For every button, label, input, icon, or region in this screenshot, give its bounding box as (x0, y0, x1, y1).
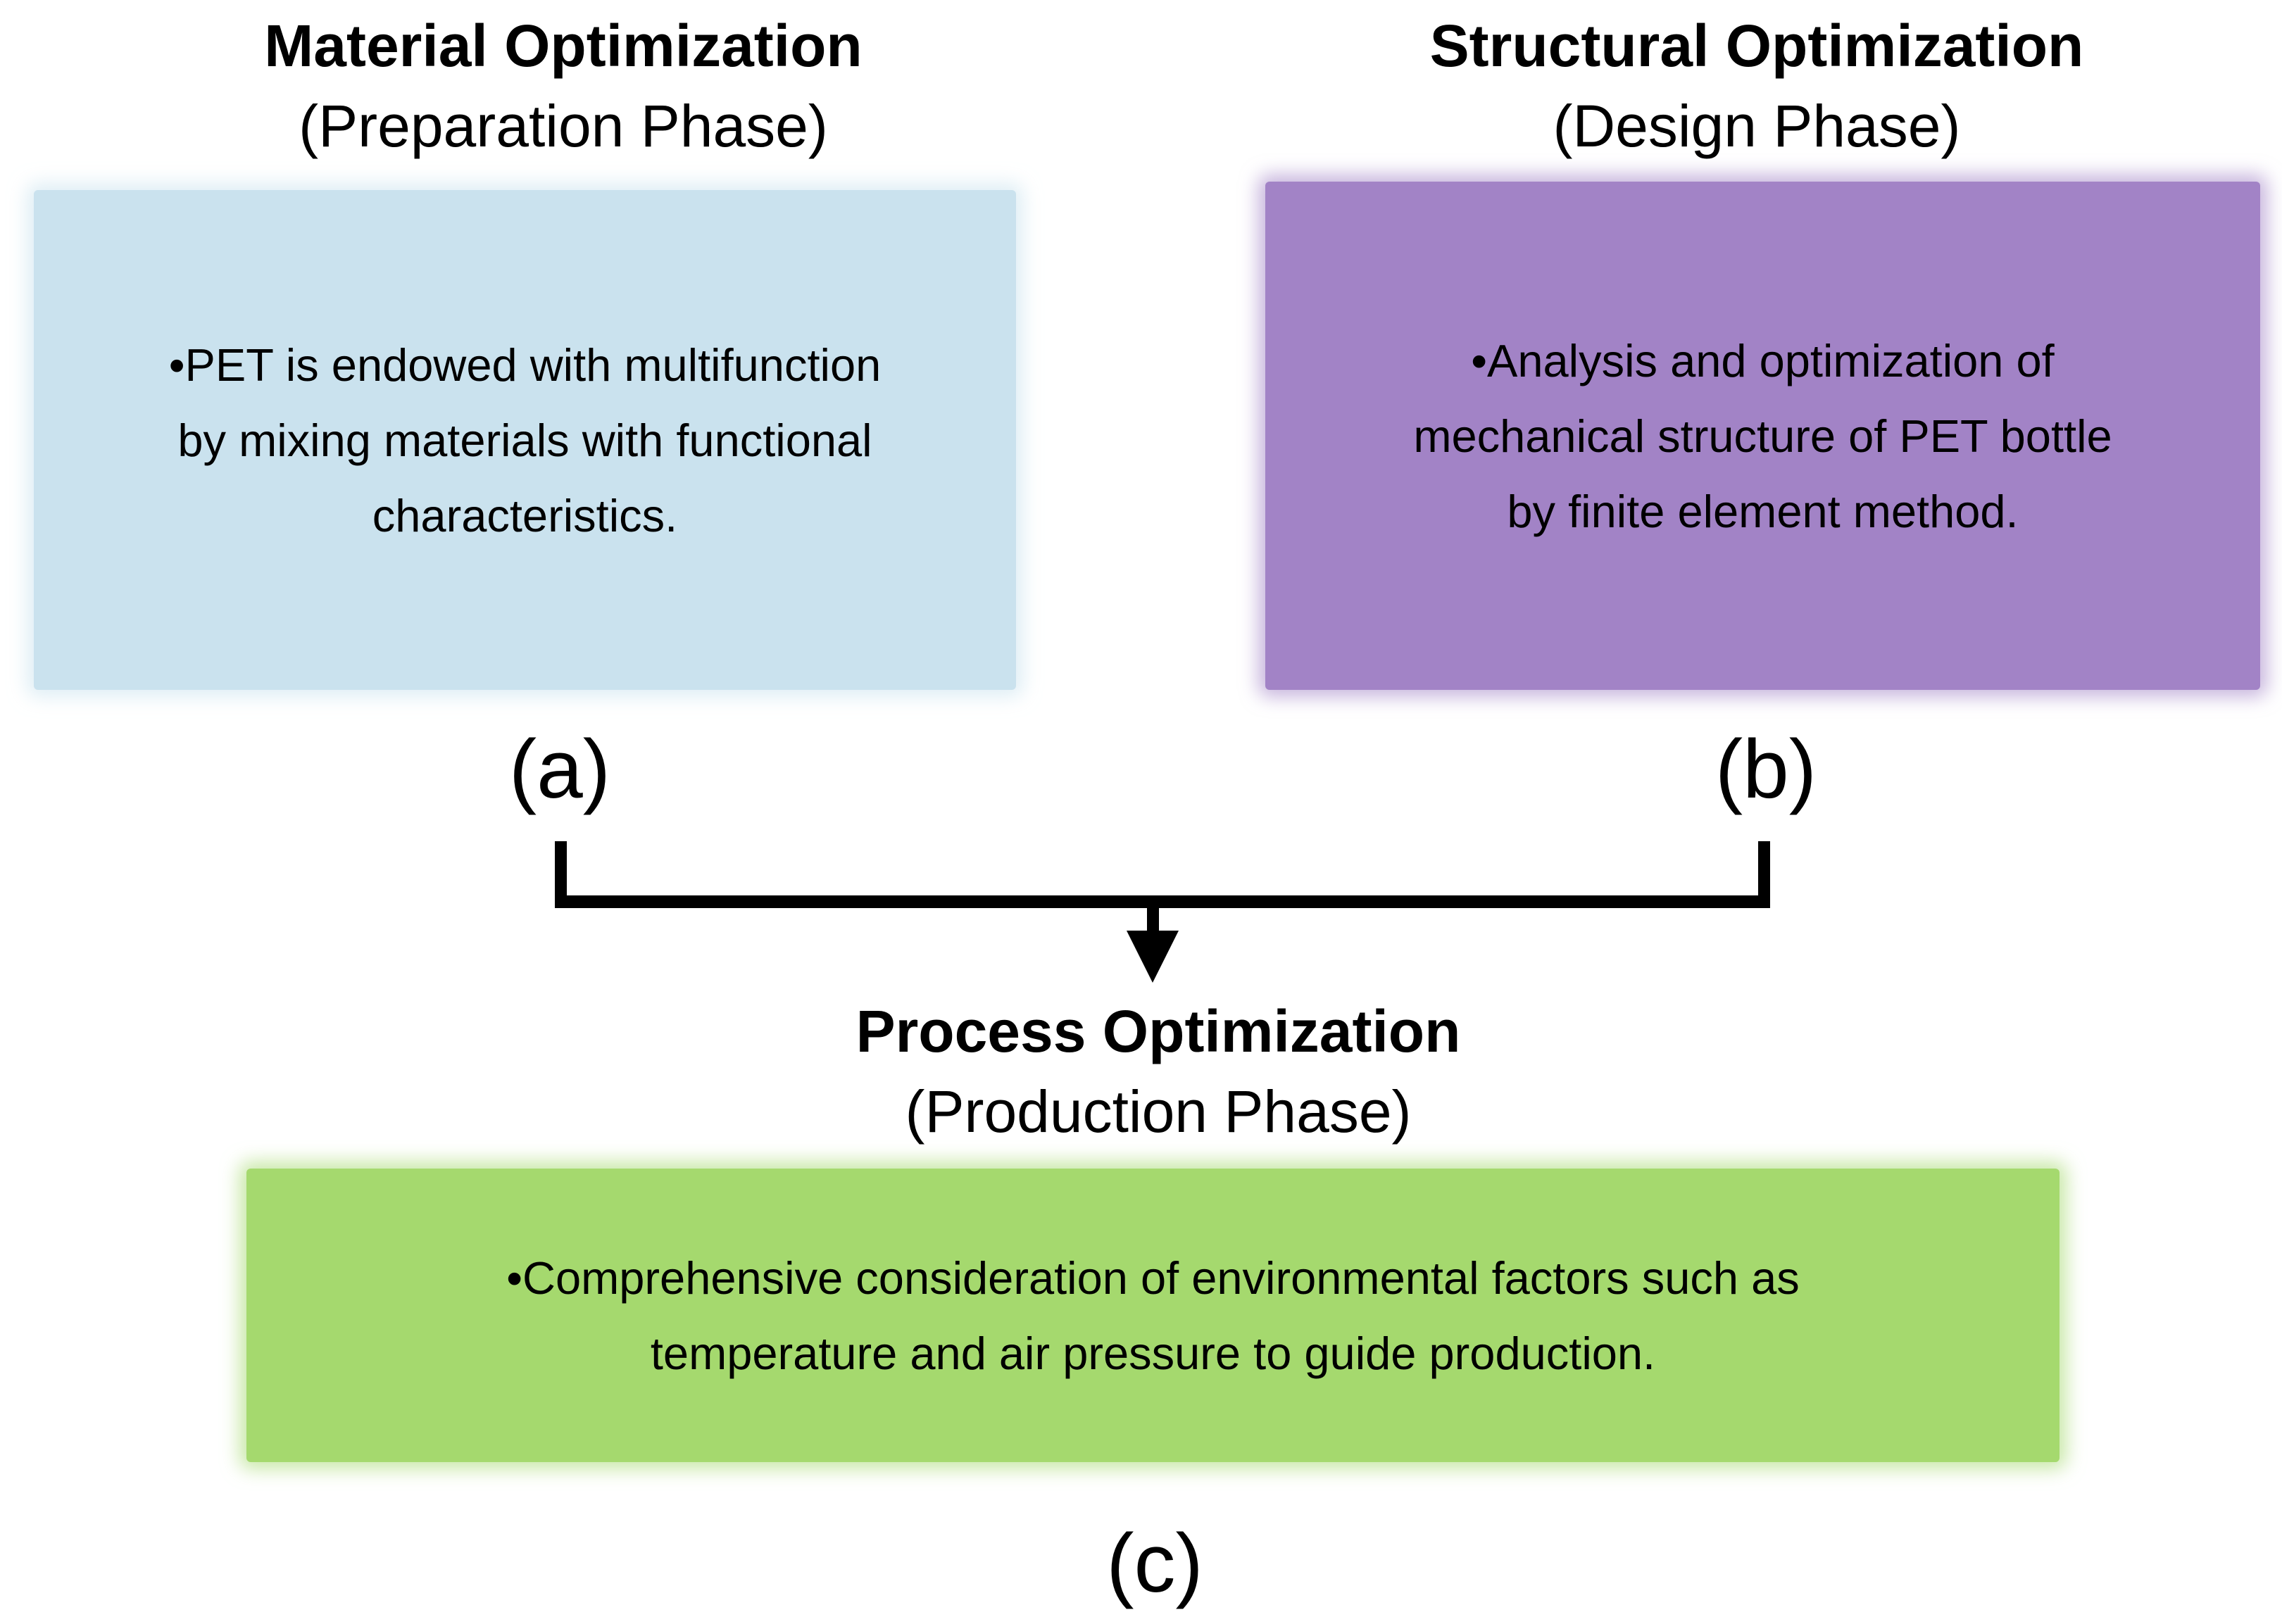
structural-box-line: •Analysis and optimization of (1471, 334, 2055, 386)
structural-box-line: by finite element method. (1507, 485, 2019, 537)
connector-arrow-stem (1147, 907, 1159, 932)
process-box-text: •Comprehensive consideration of environm… (246, 1240, 2060, 1391)
material-title: Material Optimization (264, 13, 863, 79)
figure-label-a: (a) (508, 723, 611, 816)
material-box-text: •PET is endowed with multifunction by mi… (34, 327, 1016, 553)
process-box: •Comprehensive consideration of environm… (246, 1169, 2060, 1462)
figure-label-c: (c) (1106, 1517, 1203, 1610)
material-box-line: by mixing materials with functional (177, 414, 872, 466)
process-title: Process Optimization (855, 998, 1461, 1064)
connector-horizontal-bar (555, 895, 1770, 908)
process-box-line: temperature and air pressure to guide pr… (650, 1327, 1656, 1379)
connector-right-vertical-line (1758, 841, 1770, 905)
process-title-block: Process Optimization (Production Phase) (595, 991, 1722, 1152)
structural-subtitle: (Design Phase) (1553, 93, 1961, 159)
material-box-line: characteristics. (372, 489, 678, 541)
material-box-line: •PET is endowed with multifunction (168, 339, 882, 391)
structural-box-text: •Analysis and optimization of mechanical… (1265, 323, 2260, 549)
structural-title-block: Structural Optimization (Design Phase) (1193, 6, 2282, 166)
connector-left-vertical-line (555, 841, 567, 905)
structural-title: Structural Optimization (1429, 13, 2084, 79)
material-subtitle: (Preparation Phase) (299, 93, 828, 159)
material-title-block: Material Optimization (Preparation Phase… (0, 6, 1127, 166)
down-arrowhead-icon (1127, 931, 1179, 983)
process-box-line: •Comprehensive consideration of environm… (506, 1252, 1800, 1304)
structural-box-line: mechanical structure of PET bottle (1413, 410, 2112, 462)
material-box: •PET is endowed with multifunction by mi… (34, 190, 1016, 690)
figure-label-b: (b) (1714, 723, 1817, 816)
process-subtitle: (Production Phase) (905, 1078, 1412, 1145)
structural-box: •Analysis and optimization of mechanical… (1265, 182, 2260, 690)
